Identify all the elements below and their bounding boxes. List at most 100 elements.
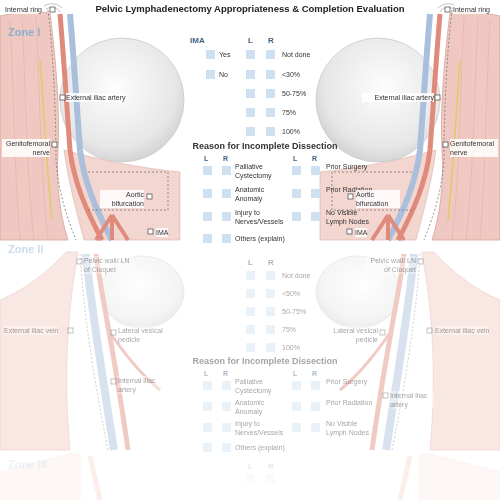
checkbox bbox=[246, 127, 255, 136]
option-label: 50-75% bbox=[282, 89, 306, 98]
checkbox bbox=[246, 70, 255, 79]
option-label: 100% bbox=[282, 127, 300, 136]
checkbox bbox=[311, 212, 320, 221]
option-label: Not done bbox=[282, 50, 310, 59]
checkbox bbox=[203, 423, 212, 432]
label-markers bbox=[50, 7, 450, 398]
checkbox bbox=[246, 89, 255, 98]
checkbox bbox=[203, 381, 212, 390]
checkbox bbox=[222, 402, 231, 411]
option-label: 75% bbox=[282, 325, 296, 334]
column-header: L bbox=[293, 369, 297, 378]
checkbox bbox=[311, 423, 320, 432]
option-label: Others (explain) bbox=[235, 234, 285, 243]
checkbox bbox=[203, 189, 212, 198]
checkbox bbox=[266, 70, 275, 79]
option-label: Prior Surgery bbox=[326, 377, 378, 386]
anatomy-label: Internal iliac artery bbox=[390, 391, 434, 409]
column-header: L bbox=[204, 369, 208, 378]
checkbox bbox=[266, 271, 275, 280]
anatomy-label: Lateral vesical pedicle bbox=[118, 326, 166, 344]
checkbox bbox=[203, 402, 212, 411]
anatomy-label: External iliac artery bbox=[362, 93, 434, 102]
column-header: R bbox=[268, 36, 274, 45]
anatomy-label: Aortic bifurcation bbox=[100, 190, 144, 208]
anatomy-label: External iliac vein bbox=[4, 326, 58, 335]
column-header: R bbox=[268, 462, 274, 471]
option-label: 50-75% bbox=[282, 307, 306, 316]
checkbox bbox=[246, 50, 255, 59]
checkbox bbox=[311, 381, 320, 390]
anatomy-label: Lateral vesical pedicle bbox=[330, 326, 378, 344]
anatomy-label: External iliac artery bbox=[66, 93, 126, 102]
checkbox bbox=[222, 189, 231, 198]
checkbox bbox=[203, 234, 212, 243]
checkbox bbox=[292, 212, 301, 221]
zone-one-right bbox=[316, 4, 500, 240]
checkbox bbox=[222, 381, 231, 390]
checkbox bbox=[246, 271, 255, 280]
option-label: <30% bbox=[282, 70, 300, 79]
checkbox bbox=[222, 443, 231, 452]
checkbox bbox=[206, 50, 215, 59]
zone-two-art bbox=[0, 252, 500, 450]
checkbox bbox=[266, 127, 275, 136]
column-header: L bbox=[248, 36, 253, 45]
checkbox bbox=[246, 307, 255, 316]
column-header: IMA bbox=[190, 36, 205, 45]
checkbox bbox=[266, 474, 275, 483]
checkbox bbox=[266, 343, 275, 352]
checkbox bbox=[292, 381, 301, 390]
zone-heading: Zone II bbox=[8, 243, 43, 256]
anatomy-label: Genitofemoral nerve bbox=[2, 139, 50, 157]
anatomy-label: Internal ring bbox=[453, 5, 490, 14]
checkbox bbox=[222, 234, 231, 243]
checkbox bbox=[266, 325, 275, 334]
checkbox bbox=[206, 70, 215, 79]
column-header: L bbox=[248, 258, 253, 267]
checkbox bbox=[203, 212, 212, 221]
anatomy-label: Genitofemoral nerve bbox=[450, 139, 498, 157]
column-header: R bbox=[223, 154, 228, 163]
checkbox bbox=[222, 166, 231, 175]
anatomy-label: External iliac vein bbox=[435, 326, 489, 335]
column-header: R bbox=[312, 154, 317, 163]
zone-heading: Zone III bbox=[8, 458, 47, 471]
zone-three-art bbox=[0, 454, 500, 500]
checkbox bbox=[203, 166, 212, 175]
checkbox bbox=[292, 189, 301, 198]
anatomy-label: IMA bbox=[156, 228, 168, 237]
checkbox bbox=[311, 166, 320, 175]
option-label: Palliative Cystectomy bbox=[235, 162, 289, 180]
column-header: L bbox=[248, 462, 253, 471]
anatomy-label: Pelvic wall/ LN of Cloquet bbox=[366, 256, 416, 274]
column-header: R bbox=[223, 369, 228, 378]
option-label: Prior Radiation bbox=[326, 398, 378, 407]
checkbox bbox=[266, 307, 275, 316]
option-label: Yes bbox=[219, 50, 230, 59]
checkbox bbox=[246, 289, 255, 298]
option-label: Prior Surgery bbox=[326, 162, 378, 171]
section-heading: Reason for Incomplete Dissection bbox=[165, 356, 365, 366]
page-title: Pelvic Lymphadenectomy Appropriateness &… bbox=[0, 3, 500, 14]
checkbox bbox=[222, 212, 231, 221]
option-label: No Visible Lymph Nodes bbox=[326, 419, 378, 437]
option-label: Others (explain) bbox=[235, 443, 285, 452]
option-label: 75% bbox=[282, 108, 296, 117]
checkbox bbox=[292, 423, 301, 432]
checkbox bbox=[266, 108, 275, 117]
checkbox bbox=[311, 189, 320, 198]
checkbox bbox=[266, 50, 275, 59]
option-label: Injury to Nerves/Vessels bbox=[235, 419, 289, 437]
option-label: 100% bbox=[282, 343, 300, 352]
option-label: Anatomic Anomaly bbox=[235, 185, 289, 203]
section-heading: Reason for Incomplete Dissection bbox=[165, 141, 365, 151]
column-header: L bbox=[204, 154, 208, 163]
zone-one-left bbox=[0, 4, 184, 240]
anatomy-label: Aortic bifurcation bbox=[356, 190, 400, 208]
option-label: No bbox=[219, 70, 228, 79]
anatomy-label: Pelvic wall/ LN of Cloquet bbox=[84, 256, 134, 274]
checkbox bbox=[292, 402, 301, 411]
column-header: R bbox=[312, 369, 317, 378]
